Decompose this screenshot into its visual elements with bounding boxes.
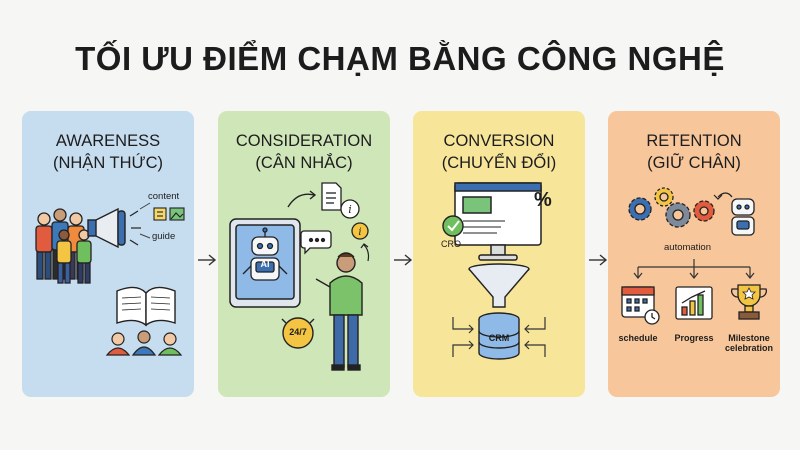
retention-illustration [621, 187, 767, 325]
stage-subtitle: (CÂN NHẮC) [255, 154, 353, 172]
database-icon [478, 312, 520, 360]
percent-label: % [534, 189, 552, 211]
schedule-label: schedule [618, 333, 658, 343]
stage-title: CONVERSION [443, 132, 555, 150]
stage-heading: RETENTION (GIỮ CHÂN) [608, 130, 780, 174]
guide-label: guide [152, 231, 176, 242]
arrow-right-icon [589, 254, 608, 266]
chart-icon [675, 286, 713, 320]
milestone-label: Milestone celebration [720, 333, 778, 353]
audience-icon [105, 330, 183, 356]
stage-heading: AWARENESS (NHẬN THỨC) [22, 130, 194, 174]
stage-title: RETENTION [646, 132, 742, 150]
stage-card-conversion: CONVERSION (CHUYỂN ĐỔI) [413, 111, 585, 397]
content-label: content [148, 191, 180, 202]
cro-label: CRO [441, 239, 461, 249]
consideration-illustration: i i [229, 182, 370, 371]
automation-label: automation [664, 242, 712, 253]
stage-subtitle: (CHUYỂN ĐỔI) [441, 154, 557, 172]
stage-card-retention: RETENTION (GIỮ CHÂN) [608, 111, 780, 397]
milestone-label-line2: celebration [724, 343, 773, 353]
page-title: TỐI ƯU ĐIỂM CHẠM BẰNG CÔNG NGHỆ [75, 40, 725, 77]
trophy-icon [731, 284, 767, 320]
book-icon [116, 286, 176, 327]
info-icon: i i [340, 199, 369, 240]
arrow-right-icon [394, 254, 413, 266]
stage-card-consideration: CONSIDERATION (CÂN NHẮC) [218, 111, 390, 397]
milestone-label-line1: Milestone [728, 333, 770, 343]
arrow-right-icon [198, 254, 217, 266]
content-icons [153, 207, 185, 221]
person-icon [315, 252, 363, 371]
funnel-icon [468, 263, 530, 308]
stage-subtitle: (GIỮ CHÂN) [647, 154, 741, 172]
conversion-illustration [442, 182, 546, 360]
svg-text:i: i [348, 203, 352, 216]
svg-text:i: i [358, 227, 361, 238]
people-icon [35, 208, 92, 284]
stage-heading: CONSIDERATION (CÂN NHẮC) [218, 130, 390, 174]
stage-subtitle: (NHẬN THỨC) [52, 154, 164, 172]
document-icon [321, 182, 342, 211]
stage-card-awareness: AWARENESS (NHẬN THỨC) [22, 111, 194, 397]
crm-label: CRM [488, 333, 510, 343]
robot-icon [731, 198, 755, 236]
ai-label: AI [260, 259, 270, 269]
robot-icon [242, 227, 288, 281]
stage-heading: CONVERSION (CHUYỂN ĐỔI) [413, 130, 585, 174]
stage-title: CONSIDERATION [235, 132, 373, 150]
megaphone-icon [87, 207, 141, 249]
awareness-illustration [35, 202, 185, 356]
stage-title: AWARENESS [55, 132, 161, 150]
chat-icon [300, 230, 332, 255]
monitor-icon [454, 182, 542, 261]
progress-label: Progress [674, 333, 714, 343]
calendar-icon [621, 286, 660, 325]
support-label: 24/7 [289, 327, 307, 337]
check-icon [442, 215, 464, 237]
clock-icon [281, 317, 315, 349]
gears-icon [628, 187, 715, 228]
